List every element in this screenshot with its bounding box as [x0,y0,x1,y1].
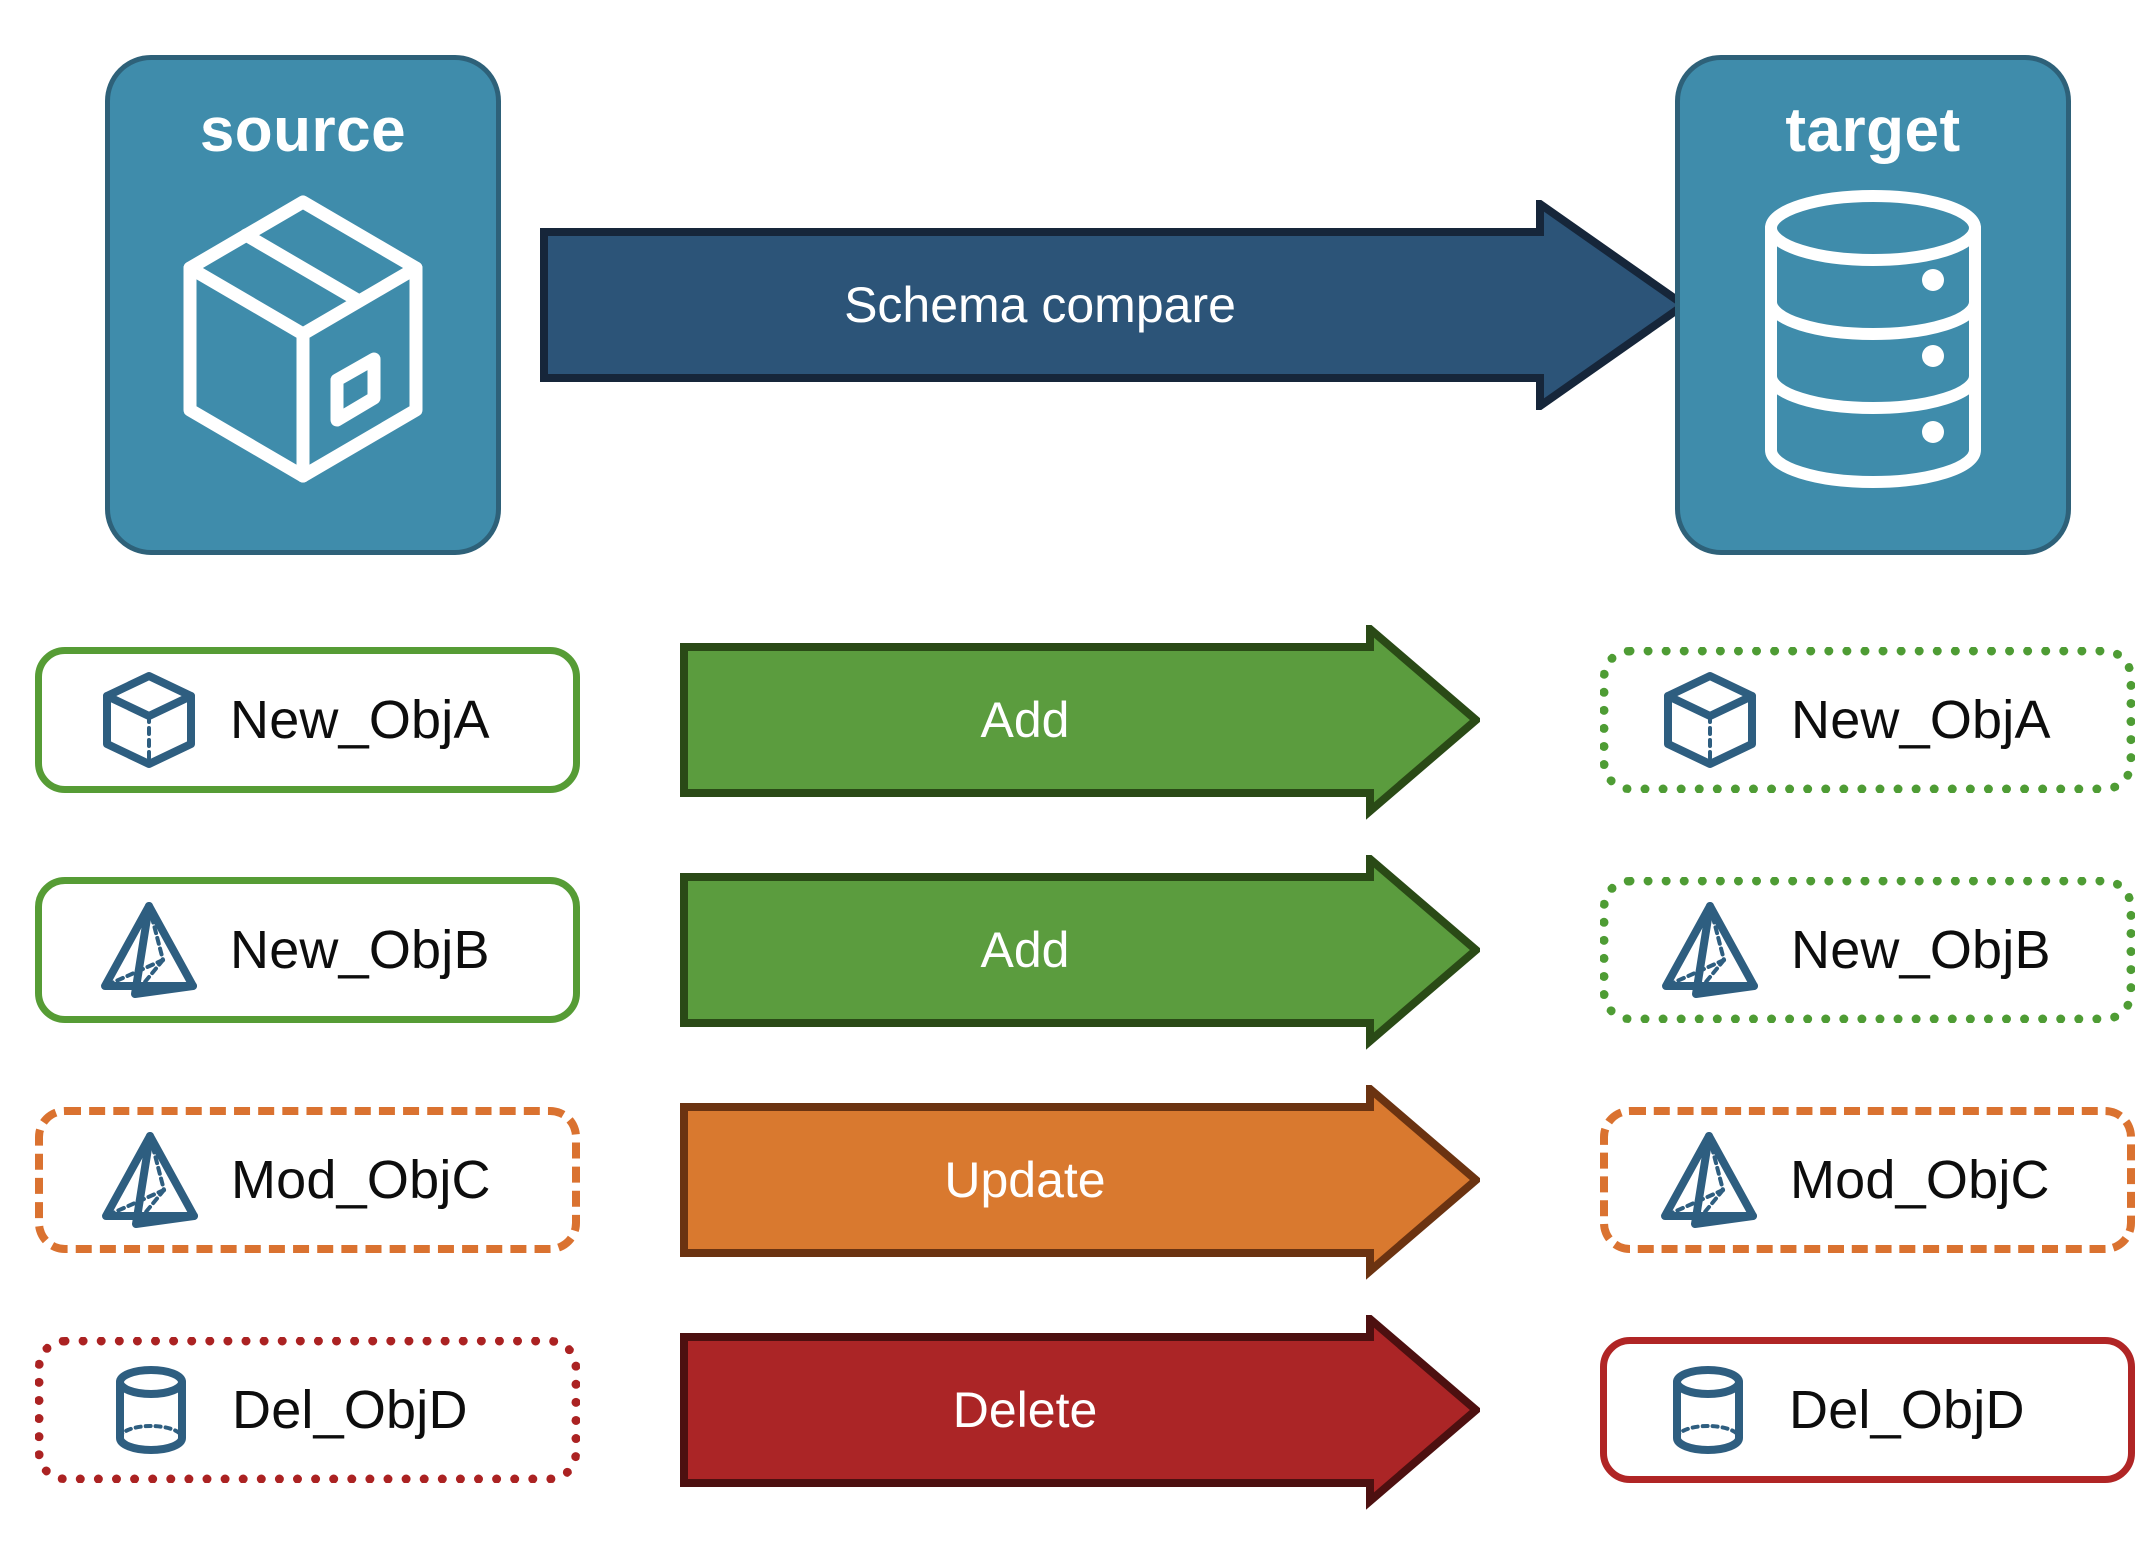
target-object-label: New_ObjB [1791,920,2051,980]
object-row: Mod_ObjC Update [0,1085,2150,1280]
wireframe-cube-icon [94,665,204,775]
source-object-label: New_ObjA [230,690,490,750]
database-cylinder-icon [1748,184,1998,499]
action-arrow-label: Delete [952,1381,1098,1438]
source-object-card[interactable]: Mod_ObjC [35,1107,580,1253]
target-object-card[interactable]: Del_ObjD [1600,1337,2135,1483]
wireframe-pyramid-icon [95,1125,205,1235]
source-object-label: Del_ObjD [232,1380,468,1440]
source-object-label: Mod_ObjC [231,1150,491,1210]
endpoint-title-target: target [1785,96,1961,165]
action-arrow-label: Add [980,921,1070,978]
source-object-label: New_ObjB [230,920,490,980]
action-arrow-add: Add [680,625,1480,825]
endpoint-card-source: source [105,55,501,555]
wireframe-pyramid-icon [1655,895,1765,1005]
target-object-card[interactable]: Mod_ObjC [1600,1107,2135,1253]
target-object-label: Mod_ObjC [1790,1150,2050,1210]
source-object-card[interactable]: Del_ObjD [35,1337,580,1483]
wireframe-pyramid-icon [94,895,204,1005]
source-object-card[interactable]: New_ObjA [35,647,580,793]
action-arrow-delete: Delete [680,1315,1480,1515]
action-arrow-update: Update [680,1085,1480,1285]
object-row: New_ObjA Add [0,625,2150,820]
wireframe-cylinder-icon [1653,1355,1763,1465]
object-row: New_ObjB Add [0,855,2150,1050]
action-arrow-label: Add [980,691,1070,748]
schema-compare-label: Schema compare [844,277,1236,333]
target-object-label: Del_ObjD [1789,1380,2025,1440]
source-object-card[interactable]: New_ObjB [35,877,580,1023]
target-object-card[interactable]: New_ObjA [1600,647,2135,793]
target-object-label: New_ObjA [1791,690,2051,750]
wireframe-cube-icon [1655,665,1765,775]
action-arrow-add: Add [680,855,1480,1055]
action-arrow-label: Update [944,1151,1106,1208]
object-row: Del_ObjD Delete Del_ObjD [0,1315,2150,1510]
target-object-card[interactable]: New_ObjB [1600,877,2135,1023]
wireframe-pyramid-icon [1654,1125,1764,1235]
schema-compare-arrow: Schema compare [540,200,1688,410]
endpoint-card-target: target [1675,55,2071,555]
endpoint-title-source: source [199,96,407,165]
package-box-icon [168,184,438,499]
wireframe-cylinder-icon [96,1355,206,1465]
